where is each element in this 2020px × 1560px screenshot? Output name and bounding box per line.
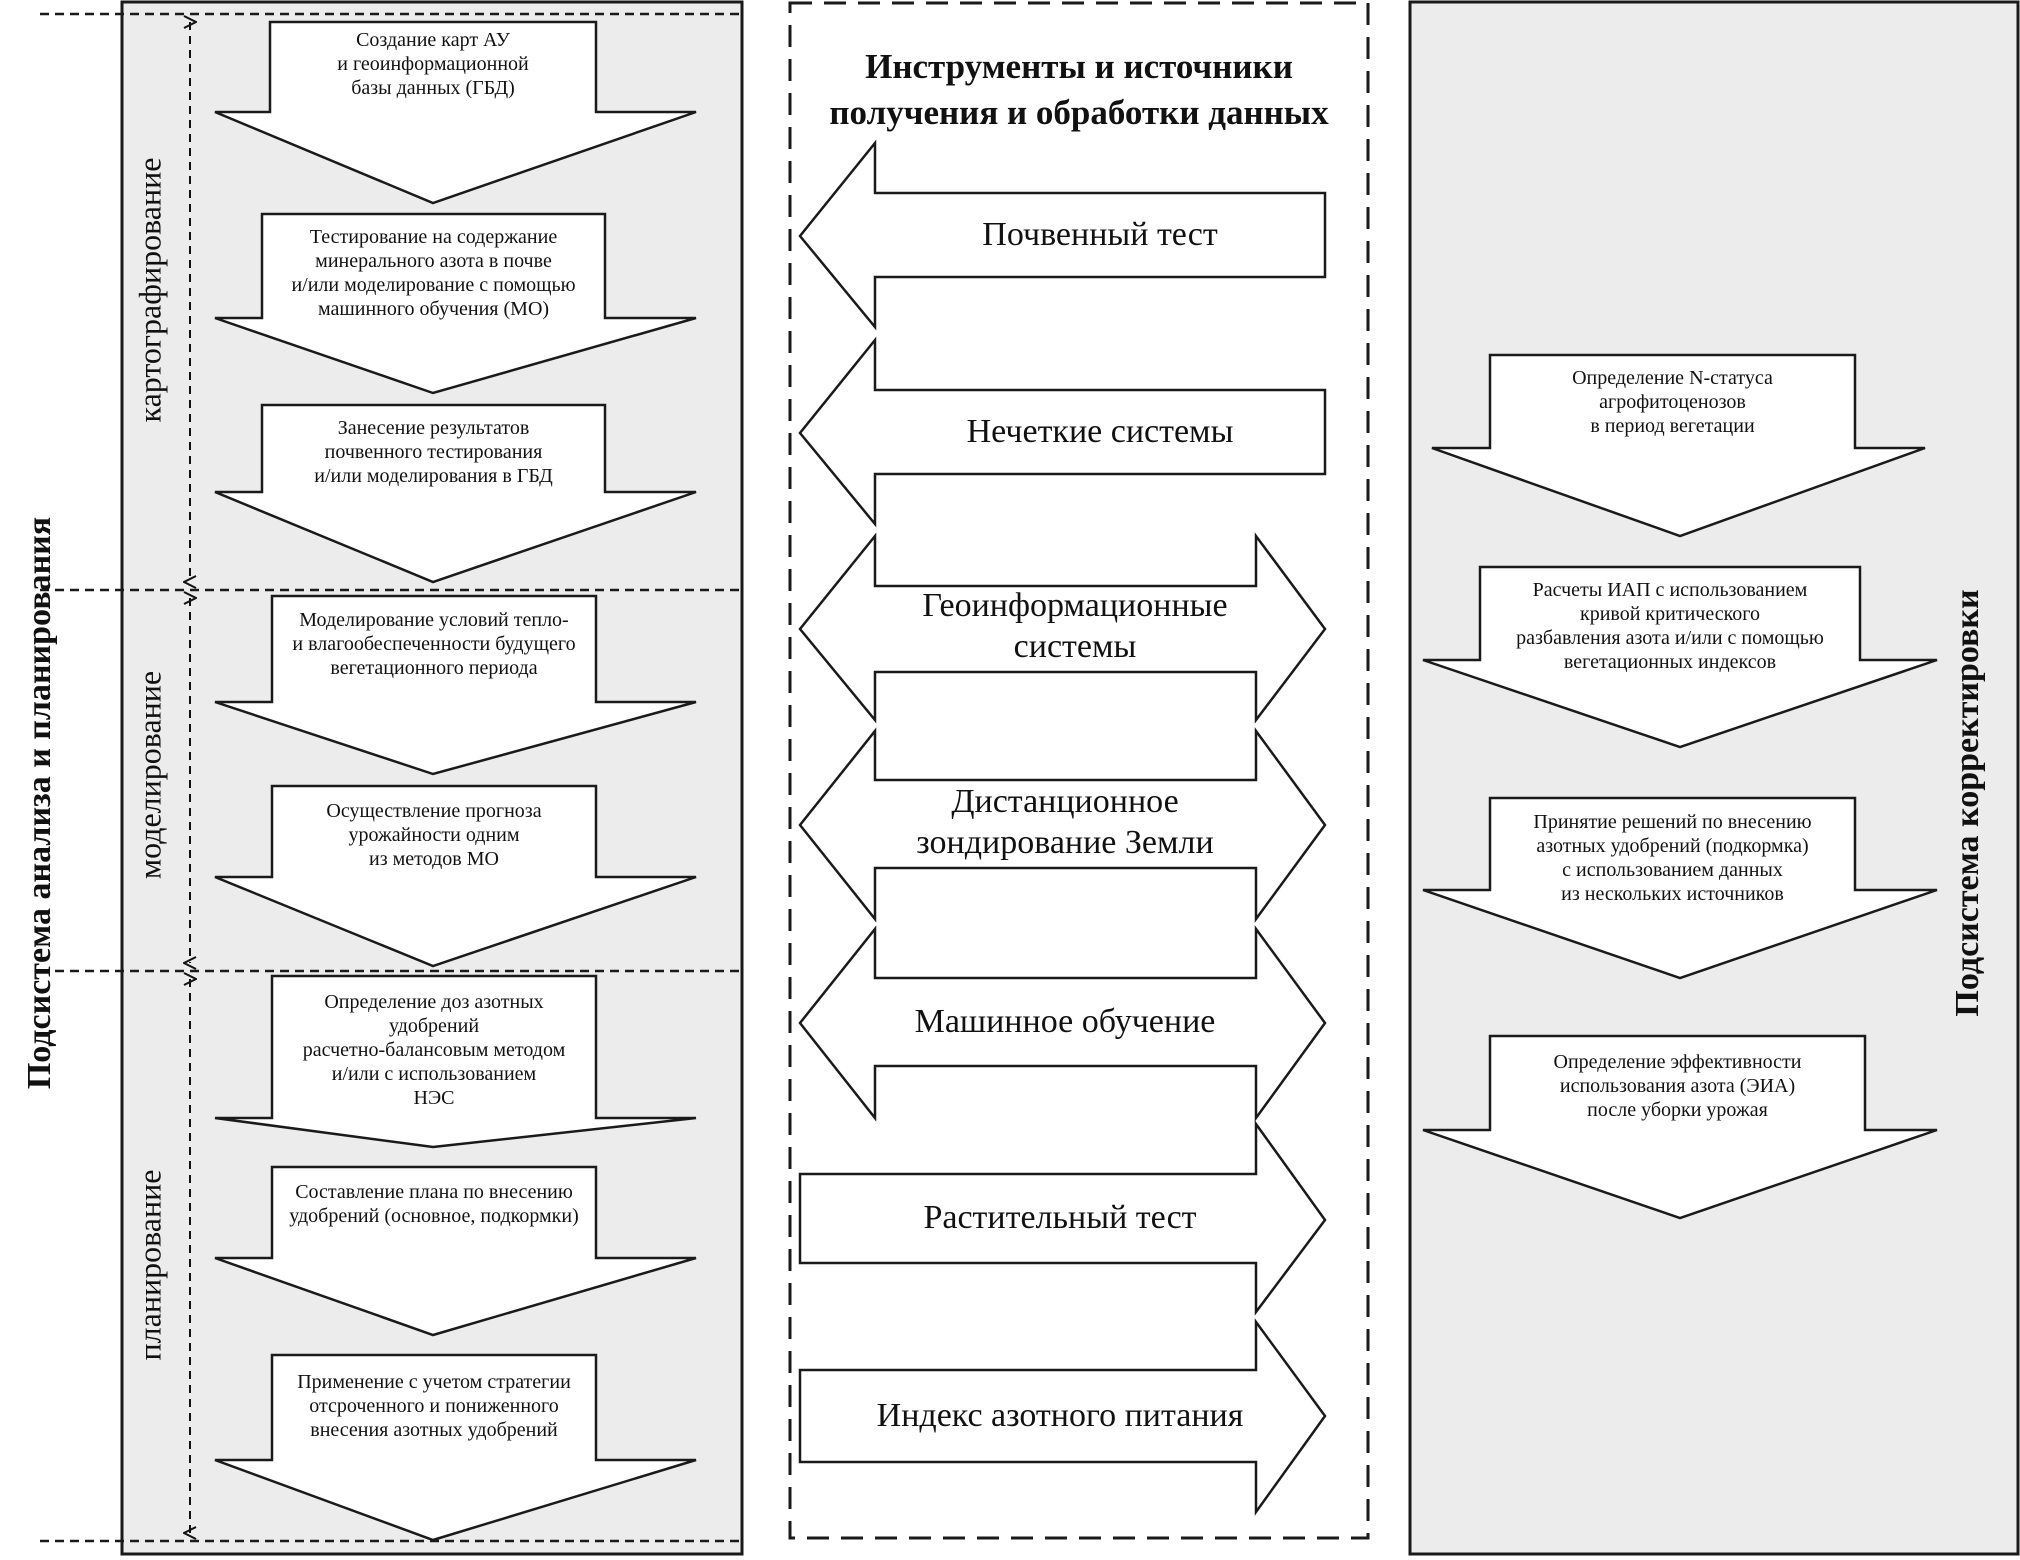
down-arrow-step-5 [214, 784, 697, 968]
down-arrow-step-3 [214, 403, 697, 584]
right-subsystem-title: Подсистема корректировки [1949, 589, 1986, 1017]
down-arrow-step-1 [214, 20, 697, 205]
double-arrow-gis [798, 532, 1327, 724]
phase-label-modeling: моделирование [131, 670, 168, 880]
down-arrow-correction-1 [1431, 353, 1926, 538]
phase-label-planning: планирование [131, 1169, 168, 1361]
left-arrow-soil-test [798, 139, 1327, 331]
right-panel [1408, 0, 2020, 1556]
down-arrow-step-6 [214, 974, 697, 1149]
left-subsystem-title: Подсистема анализа и планирования [21, 516, 58, 1090]
double-arrow-remote-sensing [798, 727, 1327, 923]
right-arrow-plant-test [798, 1120, 1327, 1316]
phase-label-mapping: картографирование [131, 157, 168, 423]
down-arrow-correction-3 [1422, 796, 1938, 980]
down-arrow-step-4 [214, 594, 697, 776]
down-arrow-step-7 [214, 1165, 697, 1337]
down-arrow-correction-4 [1422, 1034, 1938, 1220]
tool-text-soil-test: Почвенный тест [982, 216, 1218, 253]
tool-text-fuzzy-systems: Нечеткие системы [966, 413, 1234, 450]
tool-text-plant-test: Растительный тест [923, 1199, 1197, 1236]
down-arrow-step-2 [214, 212, 697, 395]
down-arrow-correction-2 [1422, 565, 1938, 749]
down-arrow-step-8 [214, 1353, 697, 1542]
tool-text-machine-learning: Машинное обучение [914, 1003, 1216, 1040]
double-arrow-machine-learning [798, 925, 1327, 1122]
step-text-4: Моделирование условий тепло-и влагообесп… [292, 609, 576, 679]
right-arrow-nitrogen-index [798, 1318, 1327, 1516]
left-arrow-fuzzy-systems [798, 336, 1327, 528]
tool-text-nitrogen-index: Индекс азотного питания [876, 1397, 1244, 1434]
